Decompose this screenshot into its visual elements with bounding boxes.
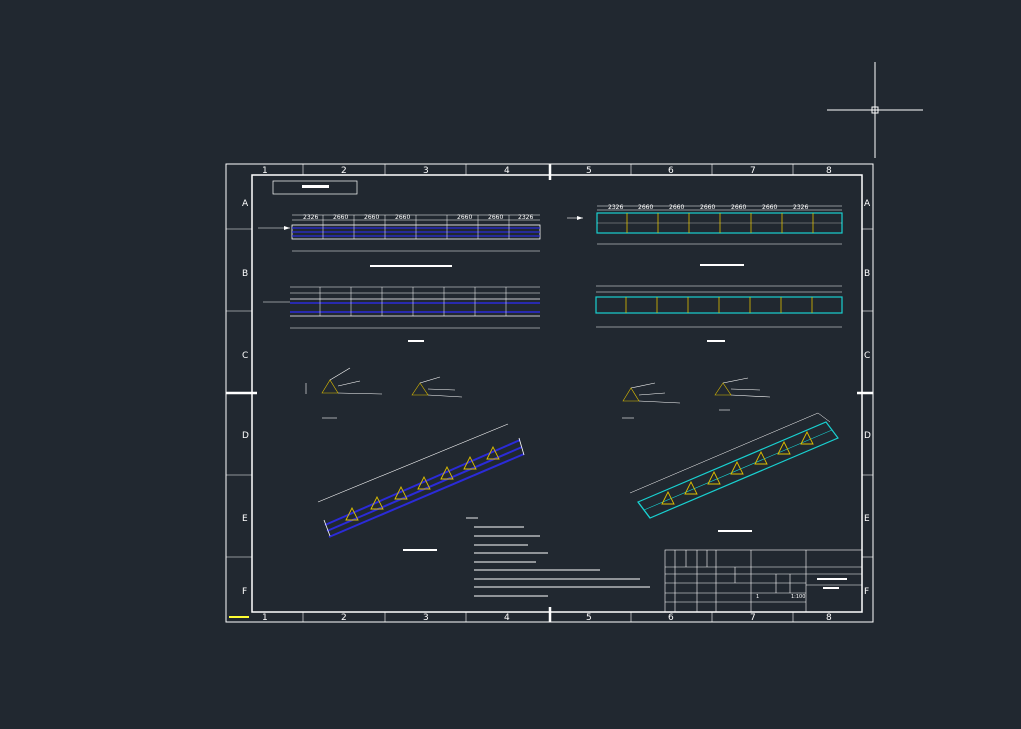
title-block xyxy=(664,549,863,613)
lower-truss-plan-view xyxy=(258,214,541,267)
zone-row-e-right: E xyxy=(864,514,870,524)
zone-row-e: E xyxy=(242,514,248,524)
section-details-right xyxy=(622,377,771,419)
zone-col-2: 2 xyxy=(341,166,347,176)
zone-col-2-bottom: 2 xyxy=(341,613,347,623)
title-block-fields: 1:100 1 xyxy=(756,578,847,600)
sheet-frame xyxy=(225,163,874,623)
zone-row-a-right: A xyxy=(864,199,871,209)
crosshair-cursor-icon xyxy=(827,62,923,158)
svg-text:2660: 2660 xyxy=(395,214,410,221)
zone-row-b-right: B xyxy=(864,269,870,279)
zone-col-6-bottom: 6 xyxy=(668,613,674,623)
zone-col-4-bottom: 4 xyxy=(504,613,510,623)
svg-text:2660: 2660 xyxy=(700,204,715,211)
upper-truss-plan-view xyxy=(567,205,843,266)
svg-text:2660: 2660 xyxy=(488,214,503,221)
zone-row-c-right: C xyxy=(864,351,870,361)
svg-text:2326: 2326 xyxy=(303,214,318,221)
zone-row-b: B xyxy=(242,269,248,279)
zone-col-5-bottom: 5 xyxy=(586,613,592,623)
svg-text:2326: 2326 xyxy=(793,204,808,211)
general-notes xyxy=(466,517,650,597)
svg-text:2660: 2660 xyxy=(333,214,348,221)
zone-col-3: 3 xyxy=(423,166,429,176)
zone-col-1: 1 xyxy=(262,166,268,176)
svg-text:2660: 2660 xyxy=(731,204,746,211)
drawing-title-box xyxy=(272,180,358,195)
zone-col-6: 6 xyxy=(668,166,674,176)
zone-row-d-right: D xyxy=(864,431,871,441)
zone-col-8-bottom: 8 xyxy=(826,613,832,623)
zone-labels: 1 2 3 4 5 6 7 8 1 2 3 4 5 6 7 8 A B C D … xyxy=(242,166,871,623)
svg-text:2660: 2660 xyxy=(762,204,777,211)
svg-text:2660: 2660 xyxy=(364,214,379,221)
sheet-number: 1 xyxy=(756,594,759,600)
zone-col-8: 8 xyxy=(826,166,832,176)
zone-col-7-bottom: 7 xyxy=(750,613,756,623)
zone-col-5: 5 xyxy=(586,166,592,176)
upper-truss-dimensions: 2326 2660 2660 2660 2660 2660 2326 xyxy=(608,204,808,211)
zone-row-c: C xyxy=(242,351,248,361)
lower-truss-dimensions: 2326 2660 2660 2660 2660 2660 2326 xyxy=(303,214,533,221)
svg-text:2660: 2660 xyxy=(457,214,472,221)
section-details-left xyxy=(305,367,463,419)
svg-text:2326: 2326 xyxy=(608,204,623,211)
zone-row-a: A xyxy=(242,199,249,209)
layer-stamp xyxy=(229,616,249,618)
zone-col-3-bottom: 3 xyxy=(423,613,429,623)
svg-text:2660: 2660 xyxy=(669,204,684,211)
svg-text:2326: 2326 xyxy=(518,214,533,221)
zone-col-4: 4 xyxy=(504,166,510,176)
upper-truss-isometric xyxy=(629,412,839,532)
lower-truss-elevation-view xyxy=(263,286,540,342)
zone-row-f: F xyxy=(242,587,247,597)
upper-truss-elevation-view xyxy=(595,285,843,342)
svg-text:2660: 2660 xyxy=(638,204,653,211)
lower-truss-isometric xyxy=(317,423,525,551)
zone-col-1-bottom: 1 xyxy=(262,613,268,623)
zone-col-7: 7 xyxy=(750,166,756,176)
zone-row-d: D xyxy=(242,431,249,441)
zone-row-f-right: F xyxy=(864,587,869,597)
scale-label: 1:100 xyxy=(791,594,805,600)
